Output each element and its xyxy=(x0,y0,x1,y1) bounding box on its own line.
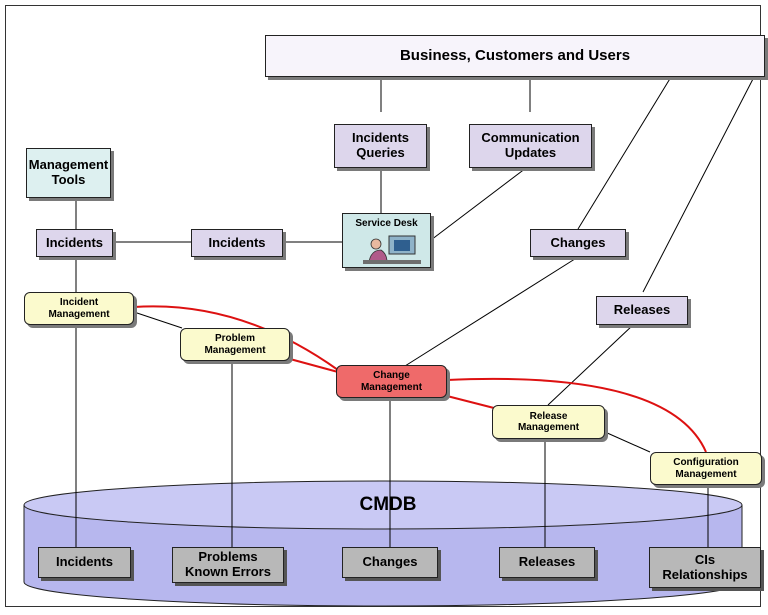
problem-management-box: Problem Management xyxy=(180,328,290,361)
configuration-management-box: Configuration Management xyxy=(650,452,762,485)
service-desk-label: Service Desk xyxy=(355,218,418,229)
service-desk-box: Service Desk xyxy=(342,213,431,268)
cmdb-item-problems-known-errors: Problems Known Errors xyxy=(172,547,284,583)
cmdb-item-releases: Releases xyxy=(499,547,595,578)
communication-updates-box: Communication Updates xyxy=(469,124,592,168)
incidents-box-left: Incidents xyxy=(36,229,113,257)
changes-box-right: Changes xyxy=(530,229,626,257)
cmdb-label: CMDB xyxy=(359,494,417,515)
business-customers-users-box: Business, Customers and Users xyxy=(265,35,765,77)
black-connectors xyxy=(75,76,755,547)
management-tools-box: Management Tools xyxy=(26,148,111,198)
incident-management-box: Incident Management xyxy=(24,292,134,325)
releases-box-right: Releases xyxy=(596,296,688,325)
cmdb-cylinder-top xyxy=(23,480,743,530)
cmdb-item-changes: Changes xyxy=(342,547,438,578)
incidents-queries-box: Incidents Queries xyxy=(334,124,427,168)
release-management-box: Release Management xyxy=(492,405,605,439)
red-process-links xyxy=(133,305,707,453)
service-desk-agent-icon xyxy=(363,235,421,264)
incidents-box-middle: Incidents xyxy=(191,229,283,257)
cmdb-item-cis-relationships: CIs Relationships xyxy=(649,547,761,588)
cmdb-item-incidents: Incidents xyxy=(38,547,131,578)
change-management-box: Change Management xyxy=(336,365,447,398)
